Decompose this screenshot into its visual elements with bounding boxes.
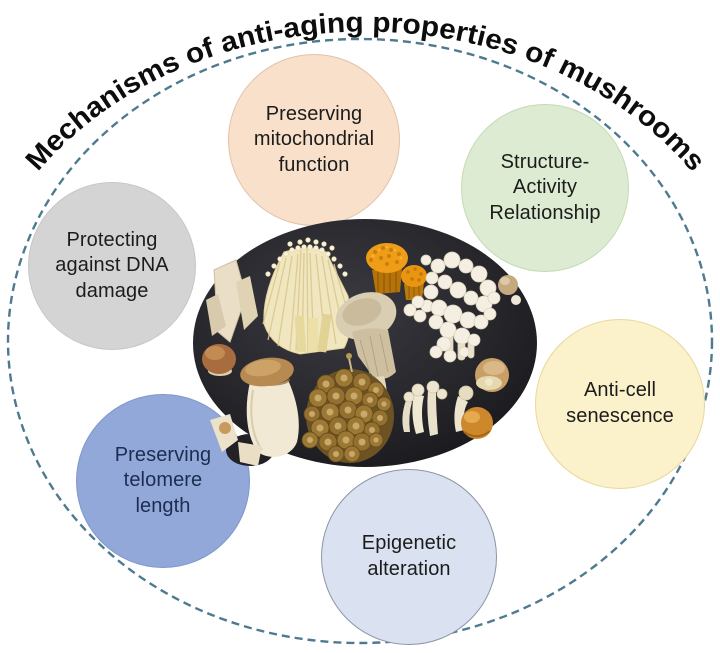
mechanism-circle-telomere-length: Preserving telomere length [76,394,250,568]
mechanism-label: Structure- Activity Relationship [489,150,601,224]
mechanism-circle-structure-activity: Structure- Activity Relationship [461,104,629,272]
mechanism-label: Preserving telomere length [114,443,212,517]
dashed-outline-ellipse [6,37,714,645]
mechanism-circle-mitochondrial-function: Preserving mitochondrial function [228,54,400,226]
mechanism-circle-dna-damage: Protecting against DNA damage [28,182,196,350]
mechanism-label: Anti-cell senescence [566,379,674,427]
mechanism-label: Preserving mitochondrial function [253,102,375,176]
mechanism-circle-epigenetic-alteration: Epigenetic alteration [321,469,497,645]
mechanism-label: Protecting against DNA damage [55,228,169,302]
mechanism-circle-anti-cell-senescence: Anti-cell senescence [535,319,705,489]
mechanism-label: Epigenetic alteration [361,532,457,580]
